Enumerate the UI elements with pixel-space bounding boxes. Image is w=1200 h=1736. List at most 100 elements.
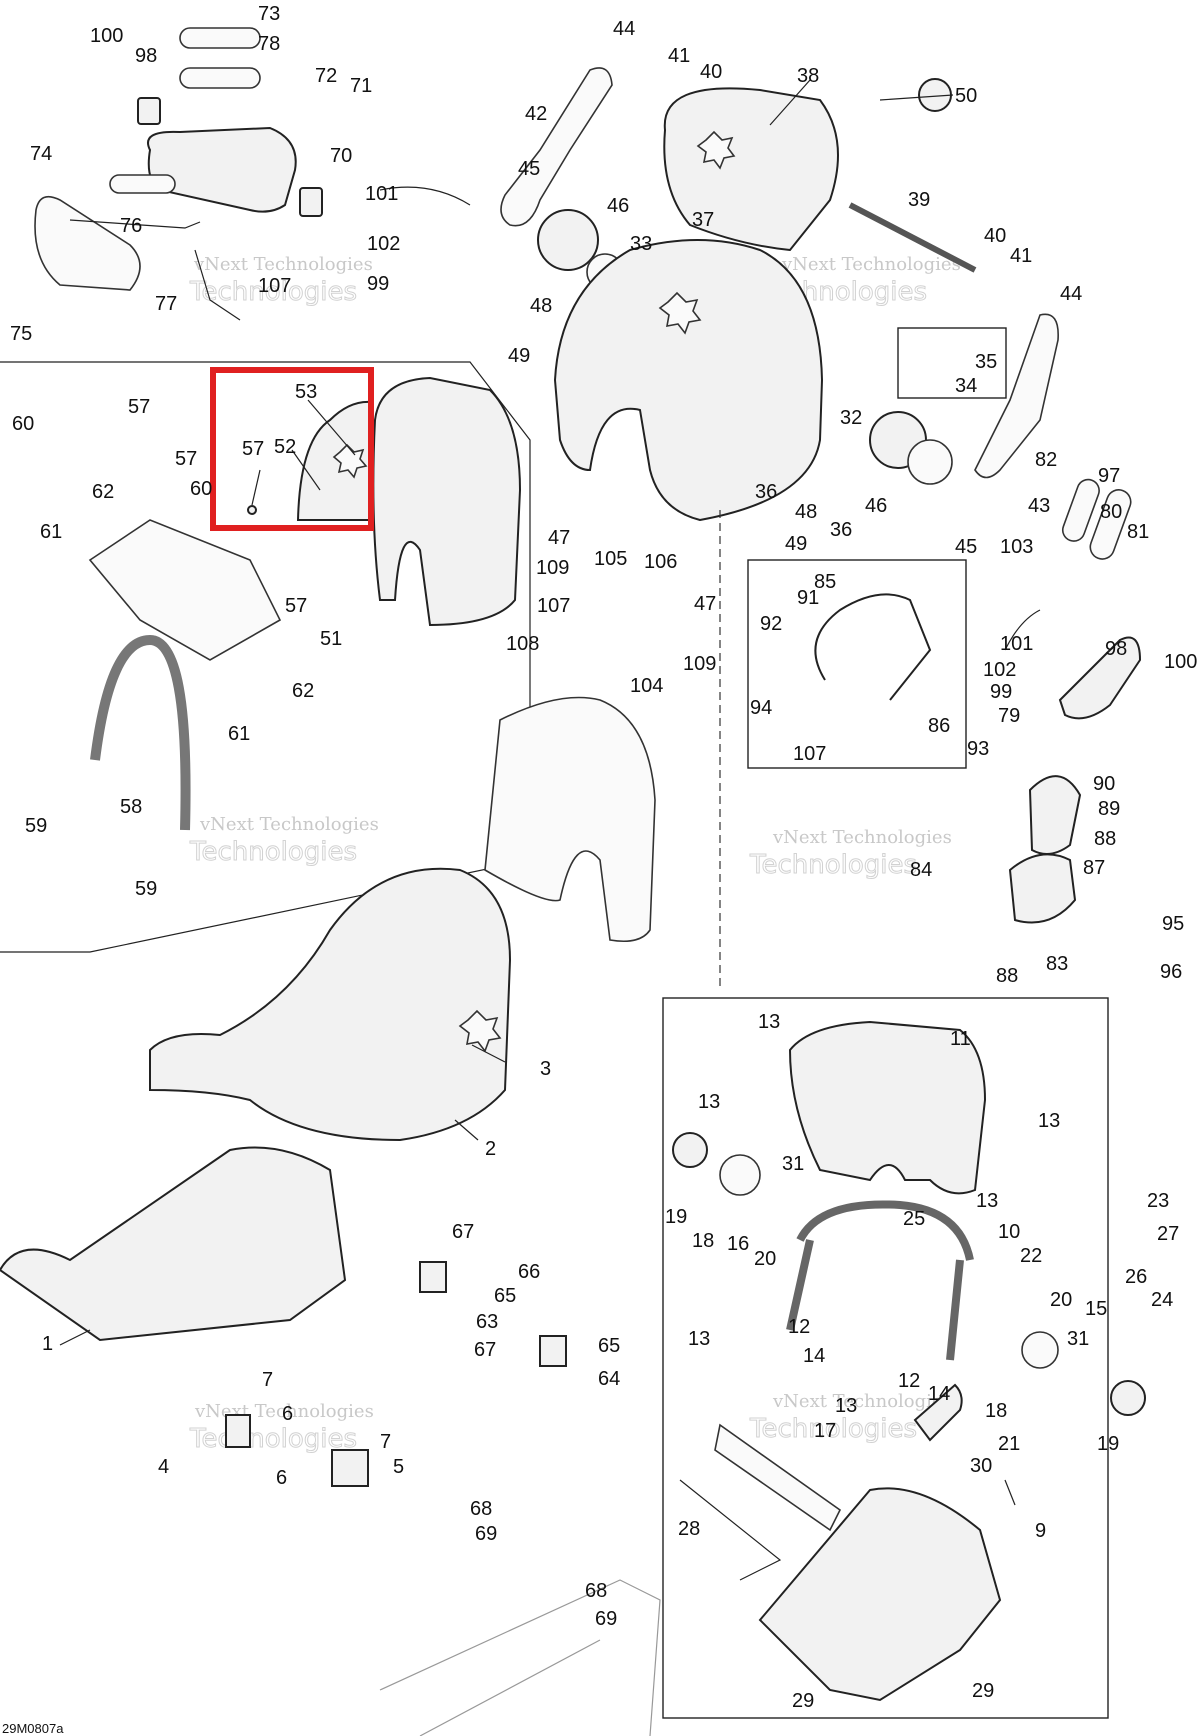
highlight-box (210, 367, 374, 531)
part-label: 88 (996, 965, 1018, 987)
part-label: 94 (750, 697, 772, 719)
watermark: Technologies (749, 1414, 917, 1444)
part-label: 95 (1162, 913, 1184, 935)
part-label: 57 (175, 448, 197, 470)
backrest-arm-right (974, 313, 1059, 479)
part-label: 1 (42, 1333, 53, 1355)
part-label: 52 (274, 436, 296, 458)
part-label: 12 (788, 1316, 810, 1338)
hinge-plate (1021, 1331, 1059, 1369)
part-label: 18 (985, 1400, 1007, 1422)
passenger-seat-cover (372, 376, 522, 627)
part-label: 93 (967, 738, 989, 760)
part-label: 43 (1028, 495, 1050, 517)
backrest-pad (663, 87, 839, 252)
logo-star (332, 443, 368, 479)
grip-pad (109, 174, 176, 194)
frame-bracket (88, 519, 282, 661)
part-label: 29 (972, 1680, 994, 1702)
watermark: Technologies (189, 277, 357, 307)
mount-bracket (225, 1414, 251, 1448)
part-label: 36 (755, 481, 777, 503)
part-label: 34 (955, 375, 977, 397)
part-label: 107 (537, 595, 570, 617)
wiring-detail-box (747, 559, 967, 769)
part-label: 92 (760, 613, 782, 635)
part-label: 57 (128, 396, 150, 418)
part-label: 19 (1097, 1433, 1119, 1455)
part-label: 41 (668, 45, 690, 67)
part-label: 71 (350, 75, 372, 97)
part-label: 68 (470, 1498, 492, 1520)
part-label: 63 (476, 1311, 498, 1333)
part-label: 12 (898, 1370, 920, 1392)
bracket (299, 187, 323, 217)
watermark: vNext Technologies (781, 254, 961, 275)
part-label: 16 (727, 1233, 749, 1255)
part-label: 87 (1083, 857, 1105, 879)
part-label: 15 (1085, 1298, 1107, 1320)
part-label: 97 (1098, 465, 1120, 487)
left-armrest (147, 126, 297, 213)
part-label: 91 (797, 587, 819, 609)
part-label: 102 (983, 659, 1016, 681)
part-label: 6 (282, 1403, 293, 1425)
part-label: 44 (613, 18, 635, 40)
cap-detail-box (897, 327, 1007, 399)
part-label: 49 (508, 345, 530, 367)
part-label: 31 (1067, 1328, 1089, 1350)
part-label: 14 (928, 1383, 950, 1405)
handle-bar (34, 195, 141, 291)
part-label: 13 (835, 1395, 857, 1417)
part-label: 4 (158, 1456, 169, 1478)
right-armrest (1058, 636, 1142, 720)
part-label: 83 (1046, 953, 1068, 975)
part-label: 13 (688, 1328, 710, 1350)
logo-star (658, 291, 702, 335)
part-label: 57 (242, 438, 264, 460)
part-label: 31 (782, 1153, 804, 1175)
part-label: 109 (536, 557, 569, 579)
part-label: 13 (1038, 1110, 1060, 1132)
backrest-mechanism-box (662, 997, 1109, 1719)
part-label: 21 (998, 1433, 1020, 1455)
grip-pad (179, 67, 261, 89)
backrest-arm-left (500, 67, 613, 227)
badge (137, 97, 161, 125)
part-label: 18 (692, 1230, 714, 1252)
part-label: 35 (975, 351, 997, 373)
bearing (1110, 1380, 1146, 1416)
part-label: 28 (678, 1518, 700, 1540)
part-label: 7 (262, 1369, 273, 1391)
part-label: 84 (910, 859, 932, 881)
part-label: 14 (803, 1345, 825, 1367)
leader-arrow (1004, 609, 1041, 651)
part-label: 29 (792, 1690, 814, 1712)
part-label: 23 (1147, 1190, 1169, 1212)
part-label: 42 (525, 103, 547, 125)
part-label: 19 (665, 1206, 687, 1228)
part-label: 70 (330, 145, 352, 167)
part-label: 99 (367, 273, 389, 295)
fastener (247, 505, 257, 515)
part-label: 78 (258, 33, 280, 55)
trim-strip (714, 1423, 842, 1532)
rear-seat-subassembly-outline (0, 361, 531, 953)
part-label: 48 (530, 295, 552, 317)
hub (907, 439, 953, 485)
part-label: 49 (785, 533, 807, 555)
main-seat (149, 867, 512, 1142)
part-label: 107 (793, 743, 826, 765)
part-label: 50 (955, 85, 977, 107)
mount-bracket (331, 1449, 369, 1487)
part-label: 109 (683, 653, 716, 675)
backrest-base-frame (758, 1487, 1002, 1702)
part-labels: 100 98 73 78 72 71 70 74 76 101 102 77 1… (10, 3, 1197, 1712)
part-label: 107 (258, 275, 291, 297)
part-label: 9 (1035, 1520, 1046, 1542)
part-label: 100 (90, 25, 123, 47)
handle-rod (69, 219, 241, 321)
part-label: 13 (758, 1011, 780, 1033)
part-label: 10 (998, 1221, 1020, 1243)
part-label: 20 (1050, 1289, 1072, 1311)
